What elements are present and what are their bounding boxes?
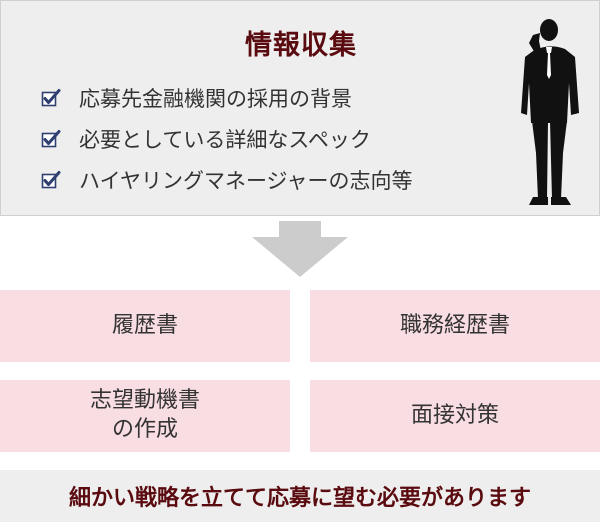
businessman-silhouette-icon	[521, 19, 579, 205]
banner-text: 細かい戦略を立てて応募に望む必要があります	[68, 486, 531, 511]
checkbox-check-icon	[41, 129, 61, 147]
doc-box-motivation-letter: 志望動機書 の作成	[0, 380, 290, 452]
info-gathering-panel: 情報収集 応募先金融機関の採用の背景 必要としている詳細なスペック ハイヤリング…	[0, 0, 600, 216]
doc-box-interview-prep: 面接対策	[310, 380, 600, 452]
checklist: 応募先金融機関の採用の背景 必要としている詳細なスペック ハイヤリングマネージャ…	[41, 77, 412, 200]
checkbox-check-icon	[41, 170, 61, 188]
down-arrow-icon	[252, 221, 348, 277]
doc-box-career-history: 職務経歴書	[310, 290, 600, 362]
checklist-item-label: 必要としている詳細なスペック	[79, 127, 371, 152]
checklist-item-label: ハイヤリングマネージャーの志向等	[79, 168, 413, 193]
checklist-item: 応募先金融機関の採用の背景	[41, 77, 412, 118]
checklist-item: ハイヤリングマネージャーの志向等	[41, 159, 412, 200]
checkbox-check-icon	[41, 88, 61, 106]
checklist-item-label: 応募先金融機関の採用の背景	[79, 86, 352, 111]
info-title: 情報収集	[245, 30, 357, 61]
strategy-banner: 細かい戦略を立てて応募に望む必要があります	[0, 470, 600, 522]
checklist-item: 必要としている詳細なスペック	[41, 118, 412, 159]
doc-label: 面接対策	[410, 402, 499, 428]
doc-label: 職務経歴書	[399, 312, 510, 338]
doc-label: 志望動機書 の作成	[89, 388, 200, 442]
doc-label: 履歴書	[111, 312, 178, 338]
doc-box-resume: 履歴書	[0, 290, 290, 362]
